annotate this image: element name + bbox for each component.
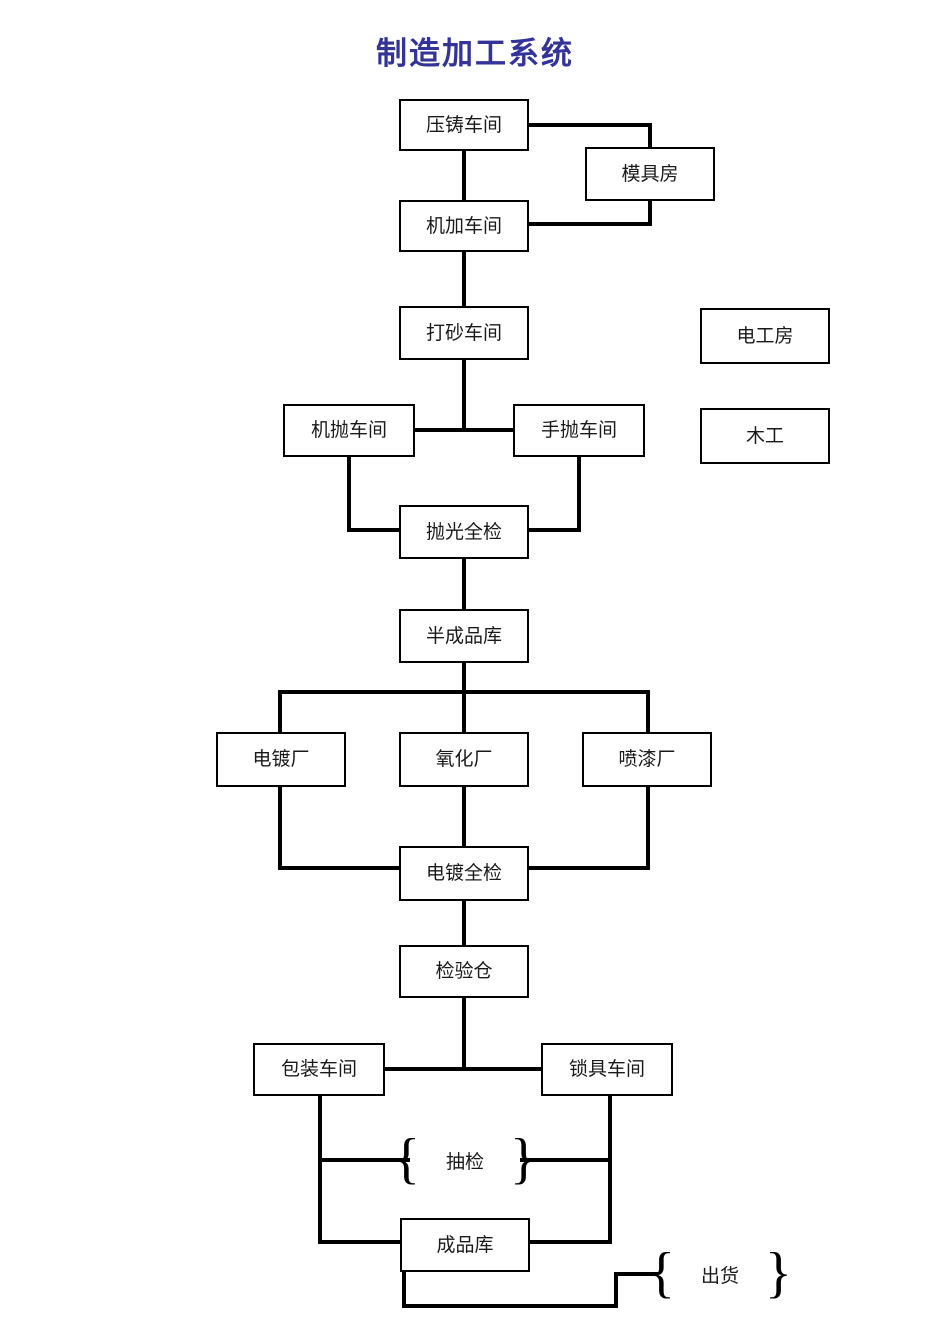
- node-machining[interactable]: 机加车间: [399, 200, 529, 252]
- node-die-casting-label: 压铸车间: [425, 114, 502, 136]
- node-machining-label: 机加车间: [425, 215, 502, 237]
- connector-sandblasting-down: [462, 360, 466, 432]
- node-electroplating-plant-label: 电镀厂: [252, 749, 310, 770]
- node-die-casting[interactable]: 压铸车间: [399, 99, 529, 151]
- connector-finishedgoods-to-lockspine: [528, 1240, 612, 1244]
- node-electrician-room[interactable]: 电工房: [700, 308, 830, 364]
- group-shipment: { 出货 }: [648, 1240, 792, 1308]
- right-brace-icon: }: [510, 1128, 537, 1191]
- connector-machinepolish-down: [347, 457, 351, 532]
- node-finished-goods-warehouse[interactable]: 成品库: [400, 1218, 530, 1272]
- connector-packaging-lock-bus: [385, 1067, 555, 1071]
- connector-diecasting-to-moldroom-v: [648, 123, 652, 151]
- connector-moldroom-to-machining-h: [529, 222, 652, 226]
- connector-finishedgoods-shipment-h2: [614, 1272, 658, 1276]
- connector-platinginspection-to-inspectionwarehouse: [462, 901, 466, 946]
- node-lock-workshop-label: 锁具车间: [568, 1059, 645, 1080]
- group-sampling-inspection-label: 抽检: [446, 1151, 485, 1173]
- connector-bus-to-electroplating: [278, 690, 282, 732]
- node-painting-plant-label: 喷漆厂: [618, 749, 676, 770]
- connector-sampling-to-lock: [520, 1158, 612, 1162]
- node-inspection-warehouse[interactable]: 检验仓: [399, 945, 529, 998]
- connector-diecasting-to-machining: [462, 151, 466, 201]
- node-polish-full-inspection[interactable]: 抛光全检: [399, 505, 529, 559]
- node-polish-full-inspection-label: 抛光全检: [425, 521, 502, 543]
- node-mold-room[interactable]: 模具房: [585, 147, 715, 201]
- node-packaging-label: 包装车间: [280, 1059, 357, 1080]
- connector-packaging-down: [318, 1096, 322, 1244]
- connector-handpolish-down: [577, 457, 581, 532]
- page-title: 制造加工系统: [376, 36, 574, 71]
- connector-semiwarehouse-down: [462, 663, 466, 693]
- node-plating-full-inspection-label: 电镀全检: [425, 863, 502, 884]
- node-finished-goods-warehouse-label: 成品库: [436, 1234, 494, 1256]
- group-sampling-inspection: { 抽检 }: [393, 1124, 537, 1196]
- connector-machining-to-sandblasting: [462, 252, 466, 306]
- connector-anodizing-down: [462, 787, 466, 847]
- connector-bus-to-anodizing: [462, 690, 466, 732]
- node-sandblasting[interactable]: 打砂车间: [399, 306, 529, 360]
- node-semi-finished-warehouse[interactable]: 半成品库: [399, 609, 529, 663]
- node-carpentry[interactable]: 木工: [700, 408, 830, 464]
- group-shipment-label: 出货: [701, 1265, 740, 1287]
- connector-handpolish-to-inspection: [527, 528, 581, 532]
- connector-finishedgoods-down: [402, 1272, 406, 1308]
- connector-electroplating-down: [278, 787, 282, 870]
- connector-packaging-to-finishedgoods: [318, 1240, 402, 1244]
- connector-diecasting-to-moldroom-h: [529, 123, 652, 127]
- left-brace-icon: {: [393, 1128, 420, 1191]
- node-electroplating-plant[interactable]: 电镀厂: [216, 732, 346, 787]
- node-anodizing-plant[interactable]: 氧化厂: [399, 732, 529, 787]
- connector-moldroom-to-machining-v: [648, 199, 652, 226]
- node-semi-finished-warehouse-label: 半成品库: [425, 625, 502, 647]
- connector-packaging-to-sampling: [318, 1158, 410, 1162]
- node-anodizing-plant-label: 氧化厂: [435, 749, 493, 770]
- node-electrician-room-label: 电工房: [736, 325, 794, 347]
- node-mold-room-label: 模具房: [621, 163, 679, 185]
- connector-polishinspection-to-semiwarehouse: [462, 559, 466, 610]
- connector-finishedgoods-shipment-h1: [402, 1304, 618, 1308]
- node-packaging[interactable]: 包装车间: [253, 1043, 385, 1096]
- connector-bus-to-painting: [646, 690, 650, 732]
- node-hand-polish[interactable]: 手抛车间: [513, 404, 645, 457]
- node-hand-polish-label: 手抛车间: [540, 420, 617, 441]
- connector-polish-bus: [415, 428, 515, 432]
- connector-painting-down: [646, 787, 650, 870]
- node-sandblasting-label: 打砂车间: [425, 322, 502, 344]
- node-plating-full-inspection[interactable]: 电镀全检: [399, 846, 529, 901]
- connector-finishedgoods-shipment-v: [614, 1272, 618, 1308]
- connector-lock-down: [608, 1096, 612, 1244]
- node-lock-workshop[interactable]: 锁具车间: [541, 1043, 673, 1096]
- connector-painting-to-platinginspection: [525, 866, 650, 870]
- node-inspection-warehouse-label: 检验仓: [435, 961, 493, 982]
- node-carpentry-label: 木工: [745, 425, 784, 447]
- left-brace-icon: {: [648, 1242, 675, 1305]
- node-machine-polish-label: 机抛车间: [310, 420, 387, 441]
- node-machine-polish[interactable]: 机抛车间: [283, 404, 415, 457]
- connector-machinepolish-to-inspection: [347, 528, 401, 532]
- connector-electroplating-to-platinginspection: [278, 866, 403, 870]
- connector-inspectionwarehouse-down: [462, 998, 466, 1070]
- right-brace-icon: }: [765, 1242, 792, 1305]
- node-painting-plant[interactable]: 喷漆厂: [582, 732, 712, 787]
